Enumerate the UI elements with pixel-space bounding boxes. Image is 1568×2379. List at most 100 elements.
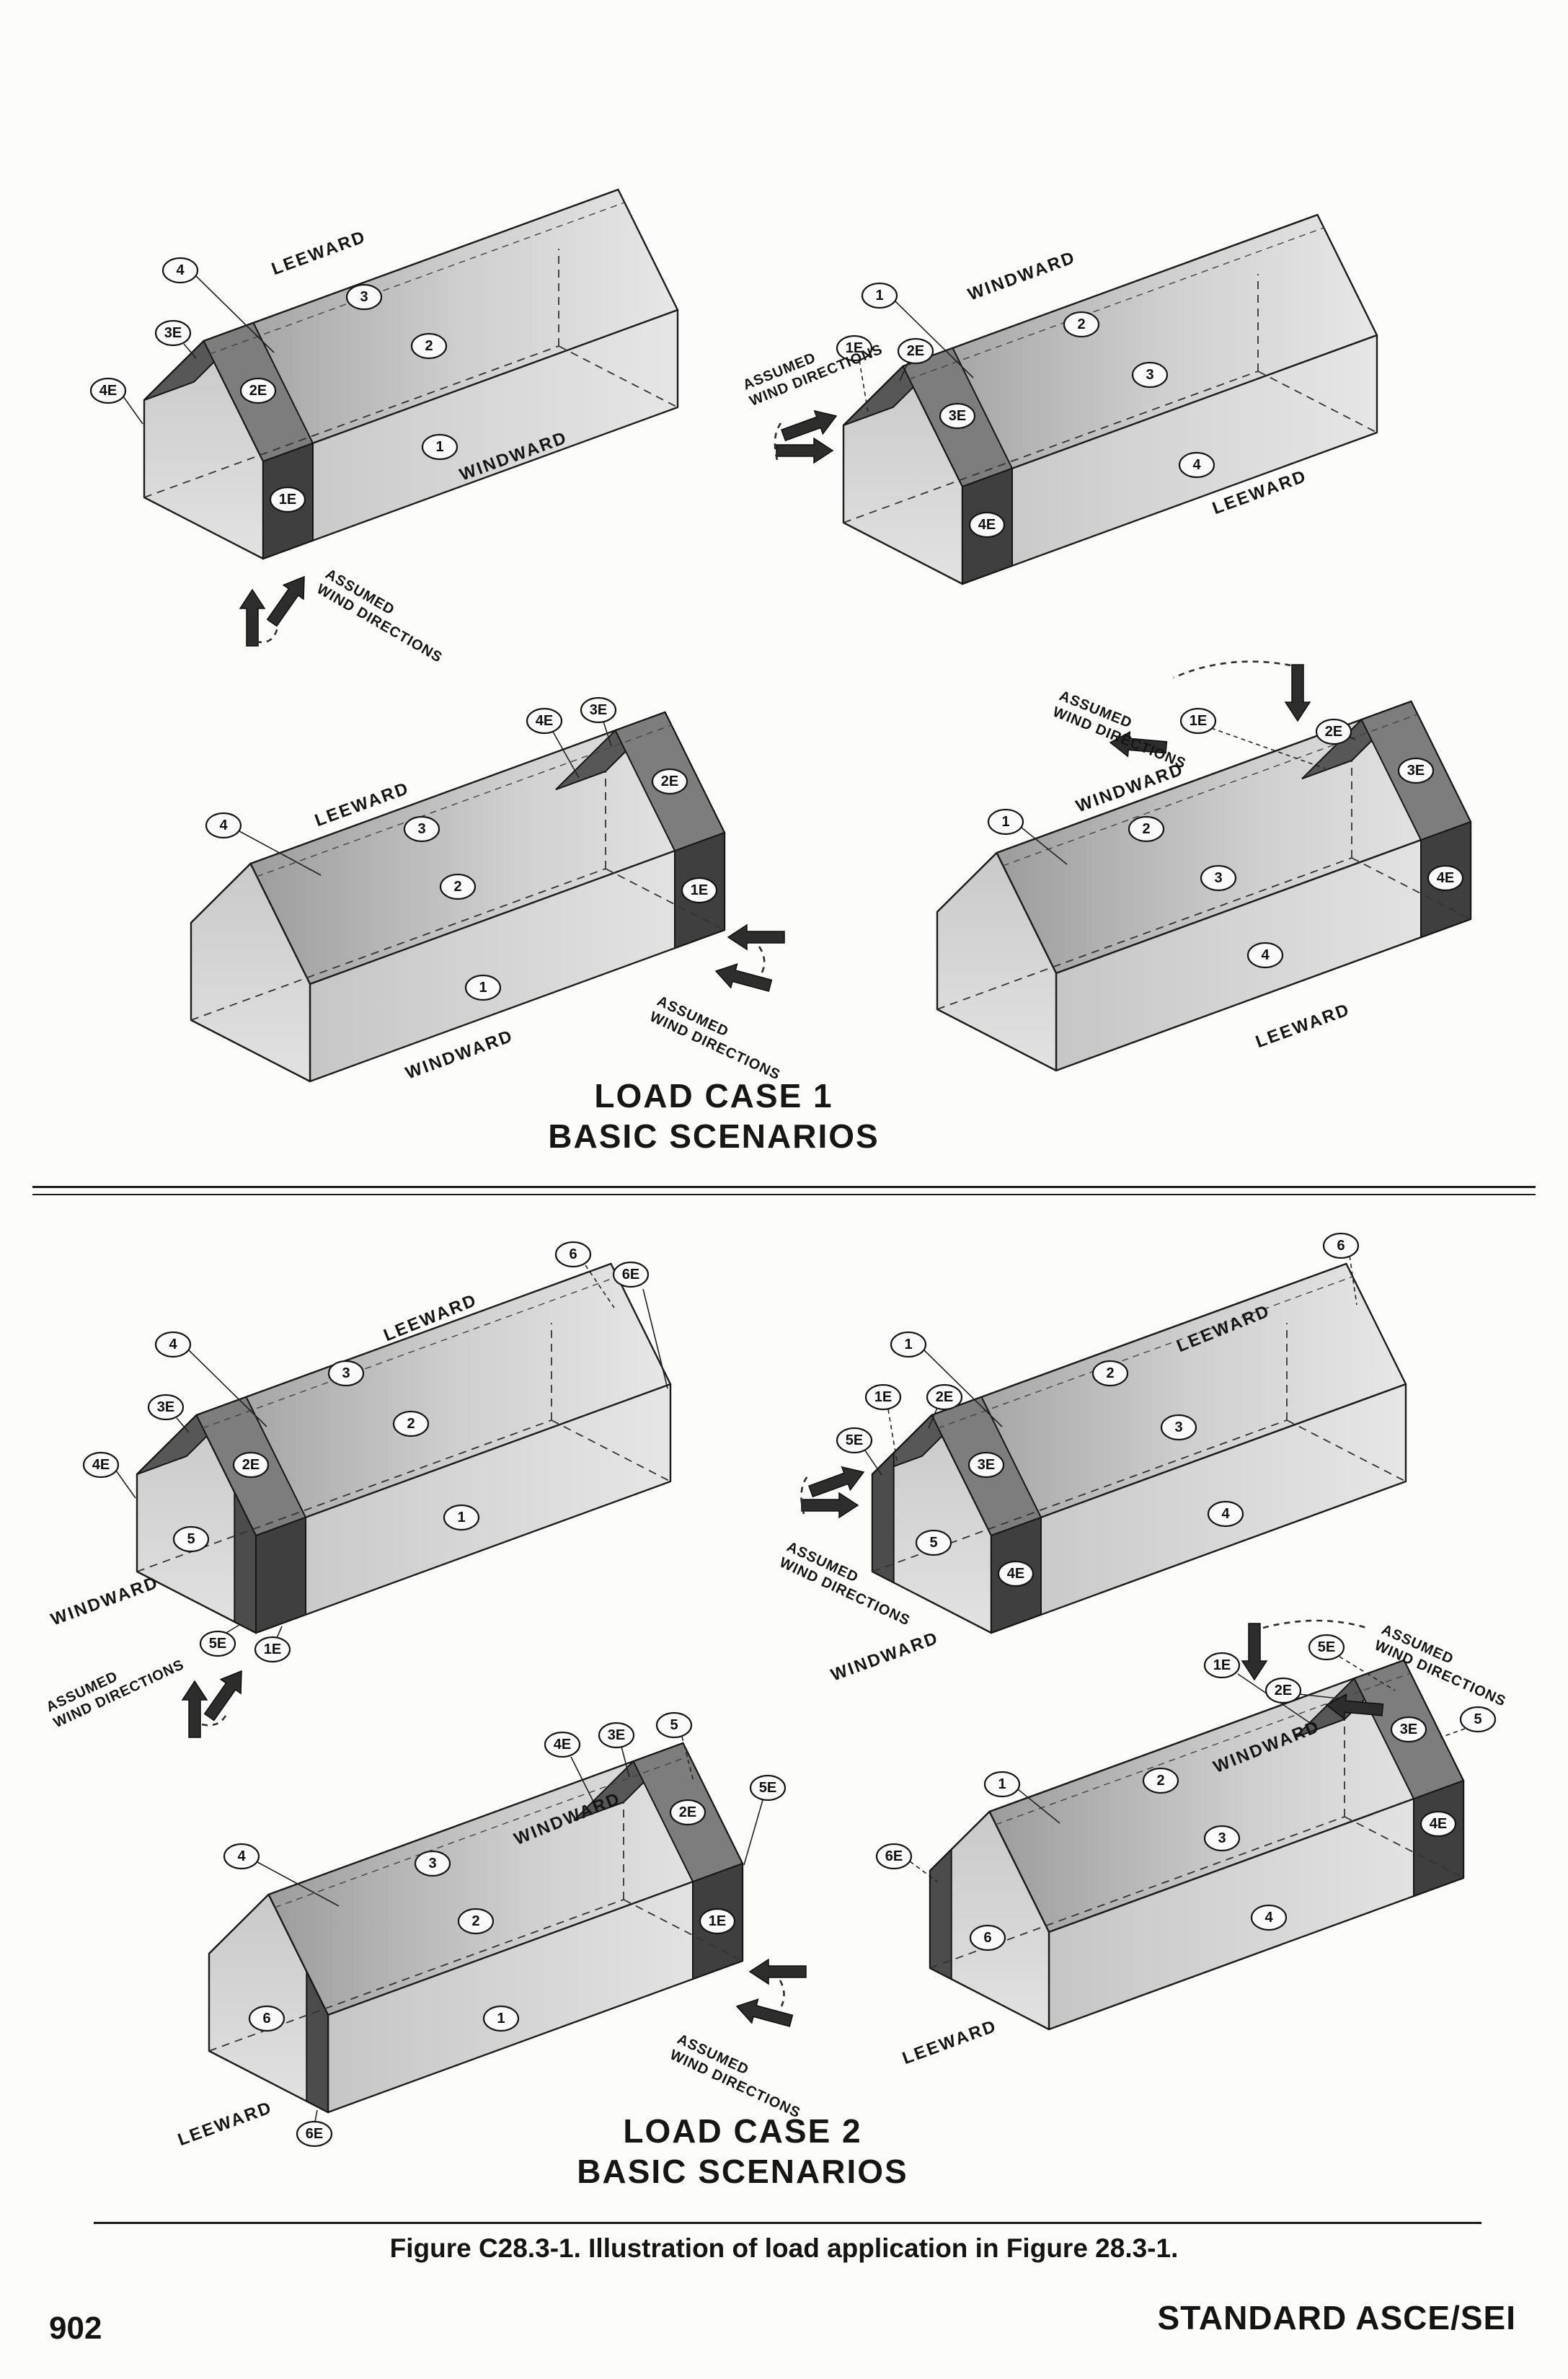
zone-circle bbox=[1128, 815, 1165, 843]
zone-number: 4E bbox=[1430, 1816, 1447, 1832]
diagram-case2-scenario2: 1 2 3 4 1E 2E 3E 4E 5 5E 6 LEEWARD WINDW… bbox=[777, 1232, 1407, 1685]
zone-label-1: 1 bbox=[443, 1504, 480, 1531]
zone-circle bbox=[269, 486, 306, 513]
zone-label-1: 1 bbox=[464, 974, 502, 1001]
wind-arrow-icon bbox=[779, 404, 841, 448]
zone-circle bbox=[651, 768, 688, 795]
assumed-wind-directions-label: ASSUMED WIND DIRECTIONS bbox=[647, 993, 783, 1084]
zone-label-5: 5 bbox=[172, 1525, 210, 1553]
zone-label-2: 2 bbox=[392, 1410, 430, 1437]
zone-circle bbox=[403, 815, 440, 843]
zone-circle bbox=[147, 1394, 185, 1421]
zone-number: 4 bbox=[219, 818, 228, 833]
zone-circle bbox=[915, 1529, 952, 1556]
zone-circle bbox=[439, 873, 477, 900]
zone-number: 6E bbox=[306, 2126, 323, 2142]
zone-number: 2E bbox=[661, 774, 678, 789]
zone-number: 1 bbox=[457, 1510, 465, 1525]
zone-number: 2 bbox=[407, 1416, 415, 1432]
zone-circle bbox=[482, 2005, 520, 2032]
leeward-label: LEEWARD bbox=[175, 2098, 275, 2150]
zone-circle bbox=[248, 2005, 285, 2032]
leeward-label: LEEWARD bbox=[269, 227, 368, 279]
wind-arrow-icon bbox=[801, 1492, 859, 1518]
zone-label-1: 1 bbox=[983, 1771, 1021, 1798]
zone-label-3e: 3E bbox=[1397, 757, 1435, 784]
zone-number: 1E bbox=[1190, 713, 1207, 729]
end-wall-strip-5e bbox=[872, 1451, 895, 1584]
wind-arrow-icon bbox=[712, 958, 774, 998]
figure-caption: Figure C28.3-1. Illustration of load app… bbox=[389, 2233, 1179, 2263]
zone-label-2: 2 bbox=[439, 873, 477, 900]
zone-label-3: 3 bbox=[1131, 361, 1169, 389]
zone-circle bbox=[1063, 311, 1100, 338]
wind-direction-arc-icon bbox=[758, 946, 766, 973]
zone-label-4e: 4E bbox=[544, 1731, 581, 1758]
leeward-label: LEEWARD bbox=[1253, 1000, 1352, 1052]
zone-number: 3E bbox=[949, 408, 966, 424]
zone-label-1: 1 bbox=[890, 1331, 927, 1358]
zone-circle bbox=[296, 2120, 333, 2148]
zone-label-2e: 2E bbox=[1315, 718, 1352, 745]
zone-circle bbox=[1250, 1904, 1288, 1931]
zone-circle bbox=[89, 377, 127, 404]
zone-circle bbox=[1091, 1360, 1129, 1387]
zone-circle bbox=[199, 1630, 236, 1657]
zone-label-3e: 3E bbox=[154, 319, 192, 347]
zone-label-3: 3 bbox=[1160, 1414, 1197, 1441]
zone-number: 1 bbox=[875, 288, 883, 304]
zone-number: 1 bbox=[1001, 814, 1009, 830]
building bbox=[936, 700, 1472, 1072]
wind-arrow-icon bbox=[732, 1993, 795, 2034]
zone-number: 6 bbox=[262, 2011, 270, 2026]
wind-direction-arc-icon bbox=[1173, 660, 1302, 679]
zone-number: 6E bbox=[622, 1267, 639, 1282]
zone-label-1: 1 bbox=[482, 2005, 520, 2032]
hidden-edges bbox=[843, 274, 1378, 523]
zone-circle bbox=[580, 696, 617, 724]
zone-label-1e: 1E bbox=[269, 486, 306, 513]
zone-number: 2E bbox=[1275, 1683, 1292, 1698]
zone-label-2e: 2E bbox=[926, 1383, 963, 1411]
section-divider-line bbox=[32, 1194, 1536, 1195]
zone-number: 1E bbox=[1213, 1657, 1231, 1673]
leader-lines bbox=[864, 1350, 1003, 1476]
zone-circle bbox=[897, 337, 934, 365]
hidden-edges bbox=[936, 761, 1471, 1010]
zone-circle bbox=[1203, 1652, 1241, 1679]
zone-label-1: 1 bbox=[421, 433, 459, 461]
wind-arrow-icon bbox=[727, 924, 785, 950]
zone-label-6e: 6E bbox=[296, 2120, 333, 2148]
building bbox=[136, 1262, 672, 1634]
zone-circle bbox=[598, 1722, 635, 1749]
zone-number: 3E bbox=[1407, 763, 1425, 779]
page-number: 902 bbox=[49, 2311, 102, 2346]
wind-arrow-icon bbox=[806, 1460, 869, 1504]
zone-circle bbox=[239, 377, 277, 404]
zone-circle bbox=[1131, 361, 1169, 389]
zone-label-3e: 3E bbox=[939, 402, 976, 430]
zone-label-2e: 2E bbox=[897, 337, 934, 365]
zone-circle bbox=[987, 808, 1024, 836]
zone-number: 1E bbox=[279, 492, 296, 508]
zone-number: 2 bbox=[471, 1913, 479, 1929]
zone-label-1e: 1E bbox=[1179, 707, 1217, 735]
zone-number: 3E bbox=[590, 702, 607, 718]
building bbox=[143, 188, 679, 560]
zone-label-2: 2 bbox=[1091, 1360, 1129, 1387]
zone-circle bbox=[464, 974, 502, 1001]
zone-circle bbox=[1203, 1825, 1241, 1852]
zone-circle bbox=[875, 1843, 913, 1870]
zone-label-1e: 1E bbox=[681, 877, 718, 904]
zone-label-3: 3 bbox=[345, 283, 383, 311]
wind-direction-arc-icon bbox=[1262, 1619, 1368, 1629]
zone-circle bbox=[1315, 718, 1352, 745]
assumed-wind-directions-label: ASSUMED WIND DIRECTIONS bbox=[314, 566, 446, 665]
zone-number: 2 bbox=[1106, 1365, 1114, 1381]
dashed-leader-lines bbox=[1210, 727, 1326, 769]
zone-number: 1 bbox=[479, 980, 487, 996]
zone-label-2e: 2E bbox=[669, 1799, 707, 1826]
wind-arrow-icon bbox=[1241, 1623, 1267, 1680]
zone-number: 4E bbox=[554, 1737, 571, 1753]
zone-number: 4E bbox=[92, 1457, 110, 1473]
